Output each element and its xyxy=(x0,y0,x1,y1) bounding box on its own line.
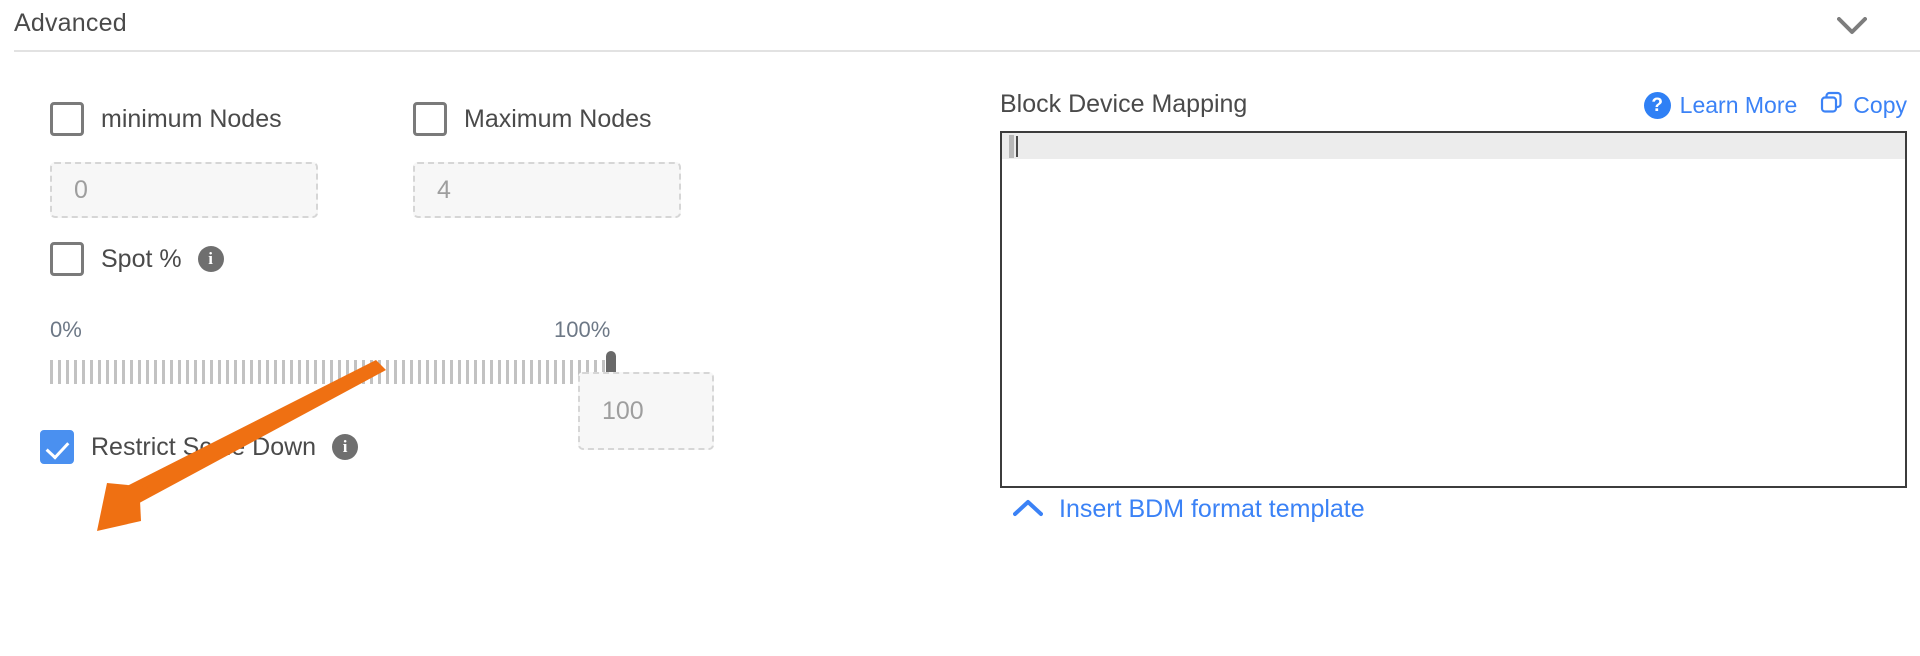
spot-percent-row: Spot % i xyxy=(50,242,224,276)
header-divider xyxy=(14,50,1920,52)
spot-percent-value: 100 xyxy=(602,396,644,425)
minimum-nodes-checkbox[interactable] xyxy=(50,102,84,136)
spot-percent-label: Spot % xyxy=(101,244,182,273)
page-title: Advanced xyxy=(14,9,127,37)
spot-percent-slider-track[interactable] xyxy=(50,360,613,384)
editor-active-line xyxy=(1002,133,1905,159)
restrict-scale-down-row: Restrict Scale Down i xyxy=(40,430,359,464)
chevron-down-icon[interactable] xyxy=(1836,10,1868,42)
maximum-nodes-input[interactable]: 4 xyxy=(413,162,681,218)
maximum-nodes-label: Maximum Nodes xyxy=(464,104,652,133)
minimum-nodes-row: minimum Nodes xyxy=(50,102,282,136)
block-device-mapping-editor[interactable] xyxy=(1000,131,1907,488)
editor-gutter-mark xyxy=(1009,135,1014,158)
advanced-section-header[interactable]: Advanced xyxy=(0,0,1920,52)
slider-min-label: 0% xyxy=(50,317,82,342)
spot-percent-value-input[interactable]: 100 xyxy=(578,372,714,450)
spot-percent-checkbox[interactable] xyxy=(50,242,84,276)
copy-button[interactable]: Copy xyxy=(1819,90,1907,121)
insert-bdm-template-link[interactable]: Insert BDM format template xyxy=(1013,495,1365,524)
learn-more-link[interactable]: ? Learn More xyxy=(1643,92,1798,119)
editor-caret xyxy=(1016,136,1018,157)
copy-icon xyxy=(1819,90,1844,121)
block-device-mapping-title: Block Device Mapping xyxy=(1000,90,1248,118)
block-device-mapping-column: Block Device Mapping ? Learn More Copy xyxy=(1000,52,1920,656)
minimum-nodes-input[interactable]: 0 xyxy=(50,162,318,218)
copy-label: Copy xyxy=(1853,92,1907,118)
learn-more-label: Learn More xyxy=(1679,92,1798,118)
spot-percent-info-icon[interactable]: i xyxy=(197,246,224,272)
block-device-mapping-actions: ? Learn More Copy xyxy=(1643,90,1907,121)
maximum-nodes-row: Maximum Nodes xyxy=(413,102,652,136)
minimum-nodes-input-value: 0 xyxy=(74,175,88,204)
help-question-icon: ? xyxy=(1643,92,1671,119)
minimum-nodes-label: minimum Nodes xyxy=(101,104,282,133)
chevron-up-icon xyxy=(1013,495,1043,524)
restrict-scale-down-label: Restrict Scale Down xyxy=(91,432,317,461)
slider-max-label: 100% xyxy=(554,317,611,342)
restrict-scale-down-checkbox[interactable] xyxy=(40,430,74,464)
maximum-nodes-input-value: 4 xyxy=(437,175,451,204)
restrict-scale-down-info-icon[interactable]: i xyxy=(332,434,359,460)
maximum-nodes-checkbox[interactable] xyxy=(413,102,447,136)
insert-bdm-template-label: Insert BDM format template xyxy=(1059,495,1365,523)
scaling-options-column: minimum Nodes 0 Maximum Nodes 4 Spot % i… xyxy=(0,52,960,656)
